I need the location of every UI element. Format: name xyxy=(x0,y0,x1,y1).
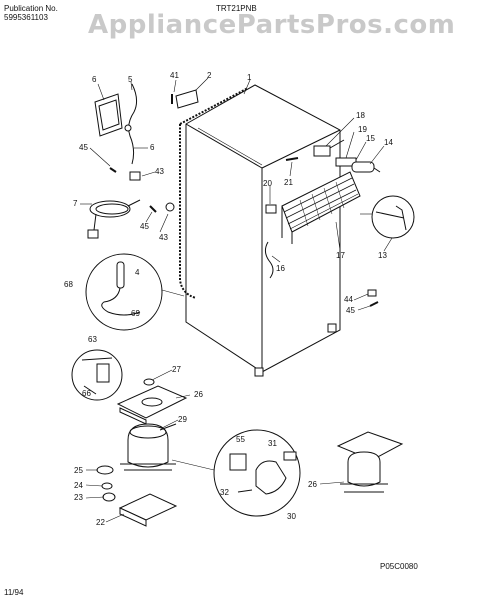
detail-circle-63 xyxy=(71,349,123,401)
detail-circle-30 xyxy=(171,429,301,517)
callout-31: 31 xyxy=(268,439,277,448)
callout-43-lower: 43 xyxy=(159,233,168,242)
callout-4: 4 xyxy=(135,268,140,277)
compressor-29 xyxy=(120,423,177,471)
callout-17: 17 xyxy=(336,251,345,260)
callout-63: 63 xyxy=(88,335,97,344)
callout-14: 14 xyxy=(384,138,393,147)
callout-16: 16 xyxy=(276,264,285,273)
callout-26-assembly: 26 xyxy=(308,480,317,489)
publication-number: 5995361103 xyxy=(4,13,48,22)
callout-22: 22 xyxy=(96,518,105,527)
callout-24: 24 xyxy=(74,481,83,490)
callout-21: 21 xyxy=(284,178,293,187)
callout-23: 23 xyxy=(74,493,83,502)
callout-45-upper: 45 xyxy=(79,143,88,152)
bracket-18 xyxy=(313,139,345,157)
grommet-25 xyxy=(96,465,114,475)
screw-45a xyxy=(109,167,117,173)
bracket-2 xyxy=(175,89,199,109)
screw-21 xyxy=(285,157,299,161)
refrigerator-cabinet xyxy=(185,84,341,377)
callout-6-panel: 6 xyxy=(92,75,97,84)
callout-45-lower: 45 xyxy=(140,222,149,231)
condenser-loop xyxy=(179,87,249,299)
callout-20: 20 xyxy=(263,179,272,188)
detail-circle-13 xyxy=(360,195,415,239)
callout-18: 18 xyxy=(356,111,365,120)
screw-45c xyxy=(369,301,379,307)
drier-14 xyxy=(351,161,381,173)
grommet-27 xyxy=(143,378,155,386)
detail-circle-68 xyxy=(85,253,185,331)
callout-5: 5 xyxy=(128,75,133,84)
callout-2: 2 xyxy=(207,71,212,80)
watermark: AppliancePartsPros.com xyxy=(88,10,456,40)
grommet-23 xyxy=(102,492,116,502)
harness-5 xyxy=(124,83,138,165)
screw-45b xyxy=(149,205,157,213)
callout-32: 32 xyxy=(220,488,229,497)
callout-41: 41 xyxy=(170,71,179,80)
callout-1: 1 xyxy=(247,73,252,82)
callout-68: 68 xyxy=(64,280,73,289)
washer-24 xyxy=(101,482,113,490)
callout-7: 7 xyxy=(73,199,78,208)
callout-55: 55 xyxy=(236,435,245,444)
callout-29: 29 xyxy=(178,415,187,424)
callout-13: 13 xyxy=(378,251,387,260)
publication-label: Publication No. xyxy=(4,4,58,13)
callout-30: 30 xyxy=(287,512,296,521)
callout-15: 15 xyxy=(366,134,375,143)
callout-44: 44 xyxy=(344,295,353,304)
callout-43-upper: 43 xyxy=(155,167,164,176)
compressor-assembly-26 xyxy=(336,431,404,493)
callout-25: 25 xyxy=(74,466,83,475)
clip-43a xyxy=(129,171,141,181)
callout-6-harness: 6 xyxy=(150,143,155,152)
drawing-code: P05C0080 xyxy=(380,562,418,571)
callout-66: 66 xyxy=(82,389,91,398)
panel-6 xyxy=(94,93,123,137)
drain-pan-26 xyxy=(116,385,188,425)
revision-date: 11/94 xyxy=(4,588,24,597)
callout-69: 69 xyxy=(131,309,140,318)
leader-lines xyxy=(80,77,393,523)
clip-43b xyxy=(165,202,175,212)
callout-26-pan: 26 xyxy=(194,390,203,399)
clip-44 xyxy=(367,289,377,297)
model-number: TRT21PNB xyxy=(216,4,257,13)
power-cord-7 xyxy=(87,199,141,239)
callout-labels: 1 2 4 5 6 6 7 13 14 15 16 17 18 19 20 21… xyxy=(64,71,393,527)
condenser-coil xyxy=(281,171,361,244)
base-plate-22 xyxy=(118,493,178,527)
callout-45-right: 45 xyxy=(346,306,355,315)
callout-19: 19 xyxy=(358,125,367,134)
tube-16 xyxy=(264,241,274,279)
callout-27: 27 xyxy=(172,365,181,374)
clip-20 xyxy=(265,204,277,214)
